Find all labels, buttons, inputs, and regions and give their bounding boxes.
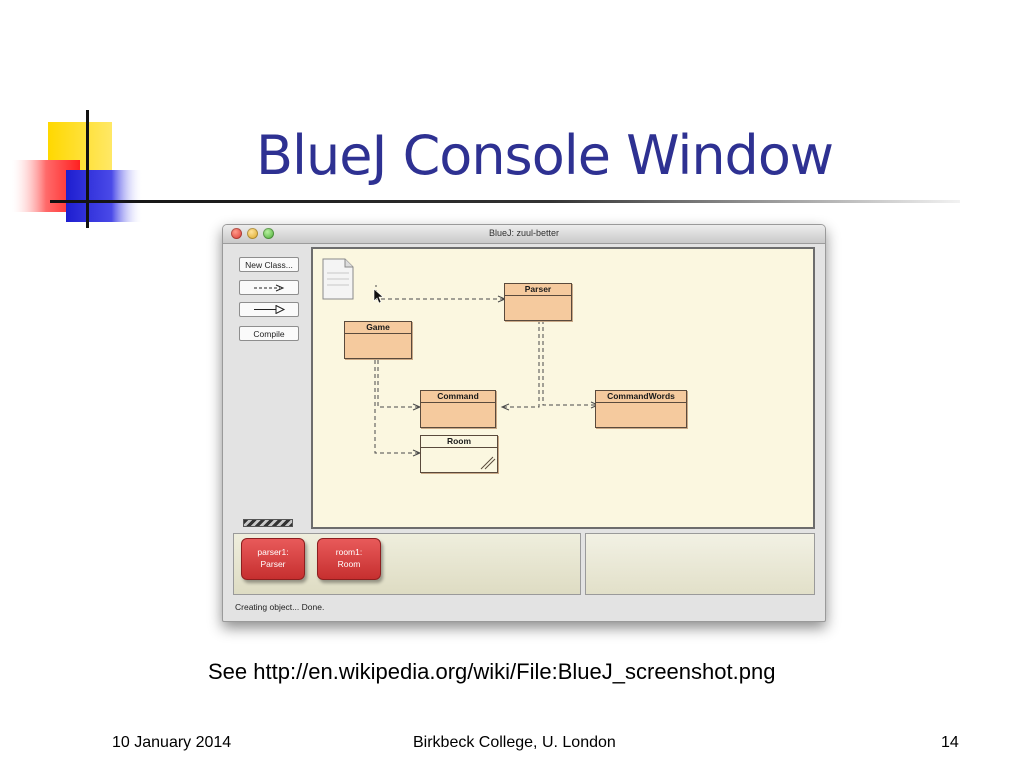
dependency-arrows [322, 258, 600, 470]
zoom-window-icon[interactable] [263, 228, 274, 239]
source-caption: See http://en.wikipedia.org/wiki/File:Bl… [208, 659, 776, 684]
readme-file-icon [322, 258, 354, 300]
bluej-window: BlueJ: zuul-better New Class... Compile [222, 224, 826, 622]
class-command[interactable]: Command [420, 390, 496, 428]
uses-arrow-button[interactable] [239, 280, 299, 295]
minimize-window-icon[interactable] [247, 228, 258, 239]
object-bench[interactable]: parser1: Parser room1: Room [233, 533, 581, 595]
code-pad[interactable] [585, 533, 815, 595]
window-titlebar[interactable]: BlueJ: zuul-better [223, 225, 825, 244]
class-parser[interactable]: Parser [504, 283, 572, 321]
slide-title: BlueJ Console Window [256, 124, 834, 187]
footer-organization: Birkbeck College, U. London [413, 734, 616, 751]
window-title: BlueJ: zuul-better [488, 228, 560, 238]
new-class-button[interactable]: New Class... [239, 257, 299, 272]
inheritance-arrow-icon [254, 305, 286, 314]
class-commandwords[interactable]: CommandWords [595, 390, 687, 428]
slide-decoration [12, 110, 142, 228]
inheritance-arrow-button[interactable] [239, 302, 299, 317]
mouse-pointer-icon [373, 288, 384, 304]
footer-date: 10 January 2014 [112, 734, 232, 751]
close-window-icon[interactable] [231, 228, 242, 239]
title-divider [50, 200, 960, 203]
page-number: 14 [941, 734, 959, 751]
object-room1[interactable]: room1: Room [317, 538, 381, 580]
class-room[interactable]: Room [420, 435, 498, 473]
class-game[interactable]: Game [344, 321, 412, 359]
machine-activity-icon [243, 519, 293, 527]
compile-button[interactable]: Compile [239, 326, 299, 341]
object-parser1[interactable]: parser1: Parser [241, 538, 305, 580]
status-message: Creating object... Done. [235, 602, 325, 612]
class-diagram[interactable]: Parser Game Command CommandWords Room [311, 247, 815, 529]
dashed-arrow-icon [254, 284, 285, 291]
